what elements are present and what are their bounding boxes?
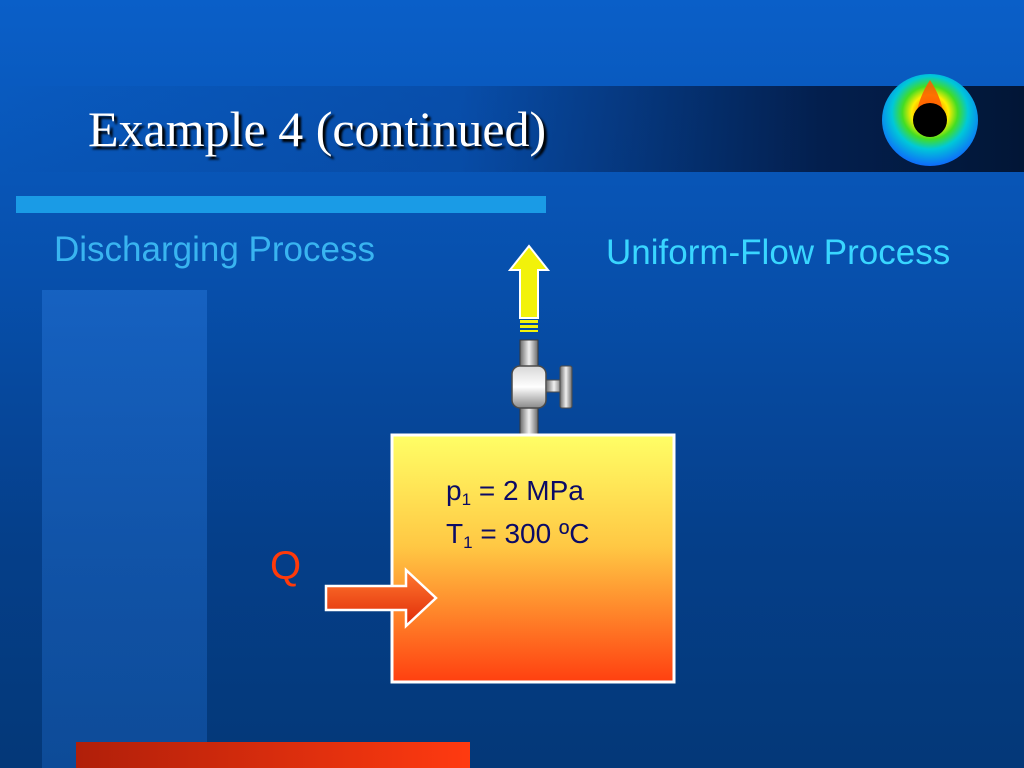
slide-title: Example 4 (continued) bbox=[88, 101, 547, 157]
bottom-accent-bar bbox=[76, 742, 470, 768]
heat-label: Q bbox=[270, 544, 302, 588]
tank bbox=[390, 433, 676, 684]
accent-line bbox=[16, 196, 546, 213]
thermal-field-logo-icon bbox=[882, 74, 978, 166]
outlet-arrow-icon bbox=[507, 244, 551, 332]
pressure-line: p1 = 2 MPa bbox=[446, 475, 584, 509]
title-bar bbox=[0, 86, 1024, 172]
tank-state-text: p1 = 2 MPa T1 = 300 ºC bbox=[446, 474, 589, 560]
uniform-flow-process-label: Uniform-Flow Process bbox=[606, 233, 951, 272]
heat-arrow-icon bbox=[324, 567, 438, 629]
temperature-line: T1 = 300 ºC bbox=[446, 518, 590, 552]
valve-icon bbox=[511, 339, 573, 436]
tank-diagram bbox=[324, 244, 676, 684]
left-decorative-band bbox=[42, 290, 207, 768]
discharging-process-label: Discharging Process bbox=[54, 230, 375, 269]
